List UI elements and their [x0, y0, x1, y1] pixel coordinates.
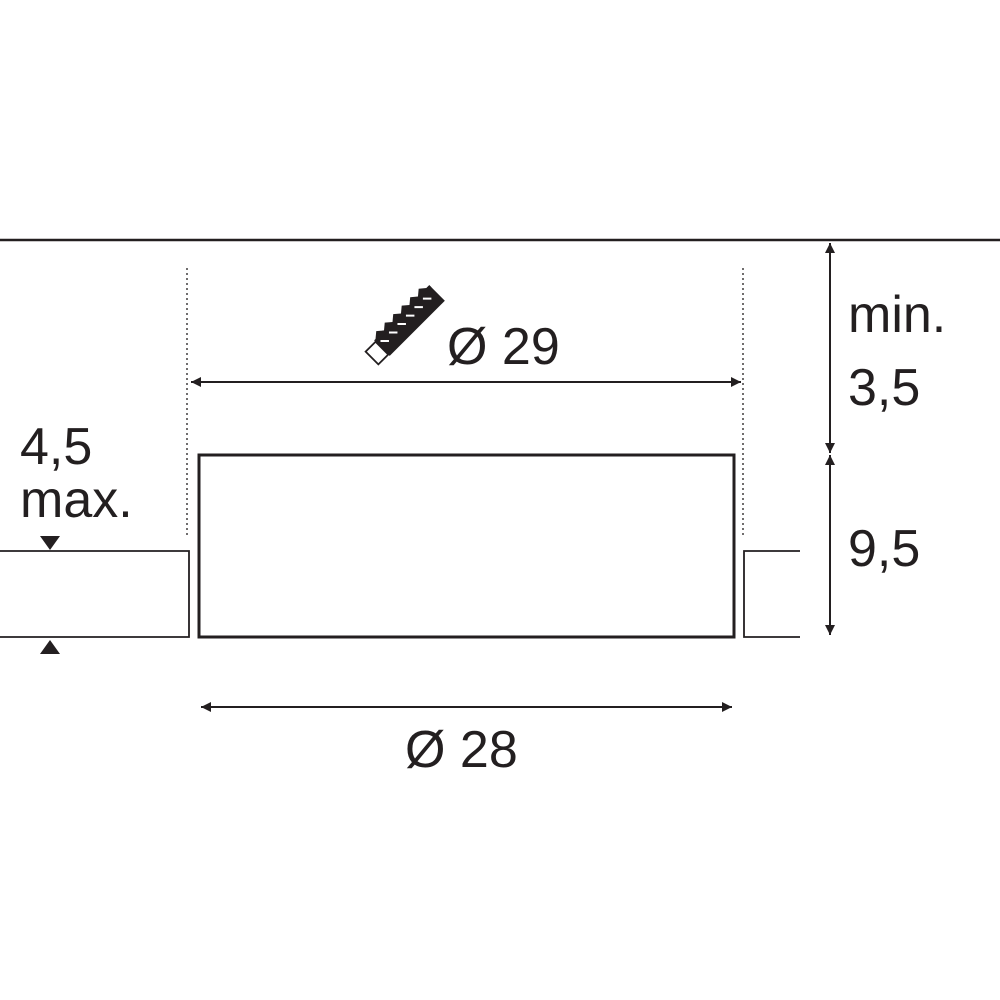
body-diameter-label: Ø 28: [405, 721, 518, 779]
ceiling-panel-right: [743, 550, 800, 638]
luminaire-body: [197, 453, 736, 639]
min-word-label: min.: [848, 286, 946, 344]
height-value-label: 9,5: [848, 520, 920, 578]
hole-saw-icon: [364, 285, 445, 366]
thickness-max-label: max.: [20, 471, 133, 529]
cutout-diameter-label: Ø 29: [447, 318, 560, 376]
thickness-value-label: 4,5: [20, 418, 92, 476]
thickness-arrow-top: [40, 536, 60, 550]
min-value-label: 3,5: [848, 359, 920, 417]
ceiling-panel-left: [0, 550, 190, 638]
thickness-arrow-bottom: [40, 640, 60, 654]
